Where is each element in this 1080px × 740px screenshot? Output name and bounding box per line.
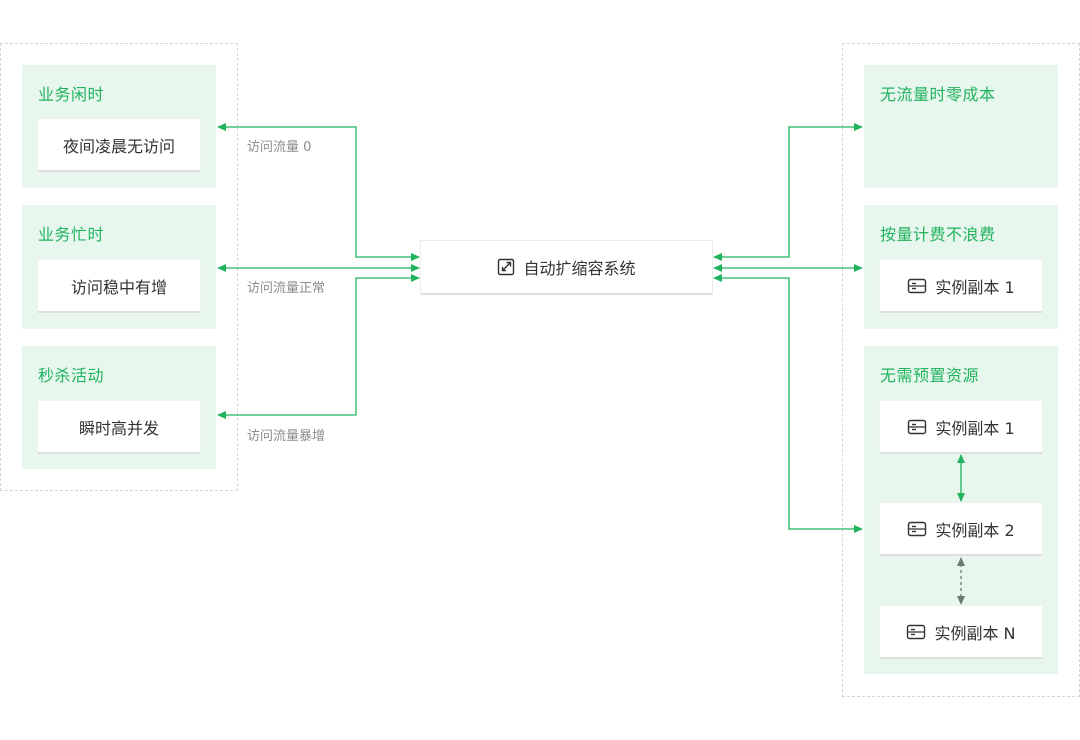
- result-panel-zero-cost: 无流量时零成本: [864, 65, 1058, 188]
- panel-title: 业务忙时: [38, 225, 105, 244]
- scenario-panel-idle: 业务闲时 夜间凌晨无访问: [22, 65, 216, 188]
- instance-card: 实例副本 N: [880, 606, 1042, 657]
- panel-title: 业务闲时: [38, 85, 105, 104]
- instance-card: 实例副本 1: [880, 401, 1042, 452]
- server-instance-icon: [907, 419, 927, 435]
- instance-card: 实例副本 1: [880, 260, 1042, 311]
- instance-label: 实例副本 1: [935, 277, 1015, 297]
- panel-title: 无流量时零成本: [880, 85, 996, 104]
- scale-expand-icon: [497, 258, 515, 276]
- scenario-card: 夜间凌晨无访问: [38, 119, 200, 170]
- edge-zero-cost: [713, 123, 863, 261]
- panel-title: 无需预置资源: [880, 366, 980, 385]
- instance-label: 实例副本 2: [935, 520, 1015, 540]
- server-instance-icon: [907, 278, 927, 294]
- edge-surge: [217, 274, 420, 419]
- autoscaling-system-node: 自动扩缩容系统: [421, 241, 712, 293]
- scenario-card: 瞬时高并发: [38, 401, 200, 452]
- edge-no-preprovision: [713, 274, 863, 533]
- server-instance-icon: [907, 521, 927, 537]
- instance-label: 实例副本 1: [935, 418, 1015, 438]
- instance-card: 实例副本 2: [880, 503, 1042, 554]
- server-instance-icon: [906, 624, 926, 640]
- edge-label-surge: 访问流量暴增: [247, 429, 326, 444]
- scenario-panel-busy: 业务忙时 访问稳中有增: [22, 205, 216, 329]
- scenario-panel-flash-sale: 秒杀活动 瞬时高并发: [22, 346, 216, 469]
- result-panel-no-preprovision: 无需预置资源 实例副本 1 实例副本 2 实例副本 N: [864, 346, 1058, 674]
- panel-title: 按量计费不浪费: [880, 225, 996, 244]
- instance-label: 实例副本 N: [934, 623, 1016, 643]
- center-label: 自动扩缩容系统: [523, 259, 636, 278]
- panel-title: 秒杀活动: [38, 366, 105, 385]
- scenario-card: 访问稳中有增: [38, 260, 200, 311]
- result-panel-pay-per-use: 按量计费不浪费 实例副本 1: [864, 205, 1058, 329]
- edge-idle: [217, 123, 420, 261]
